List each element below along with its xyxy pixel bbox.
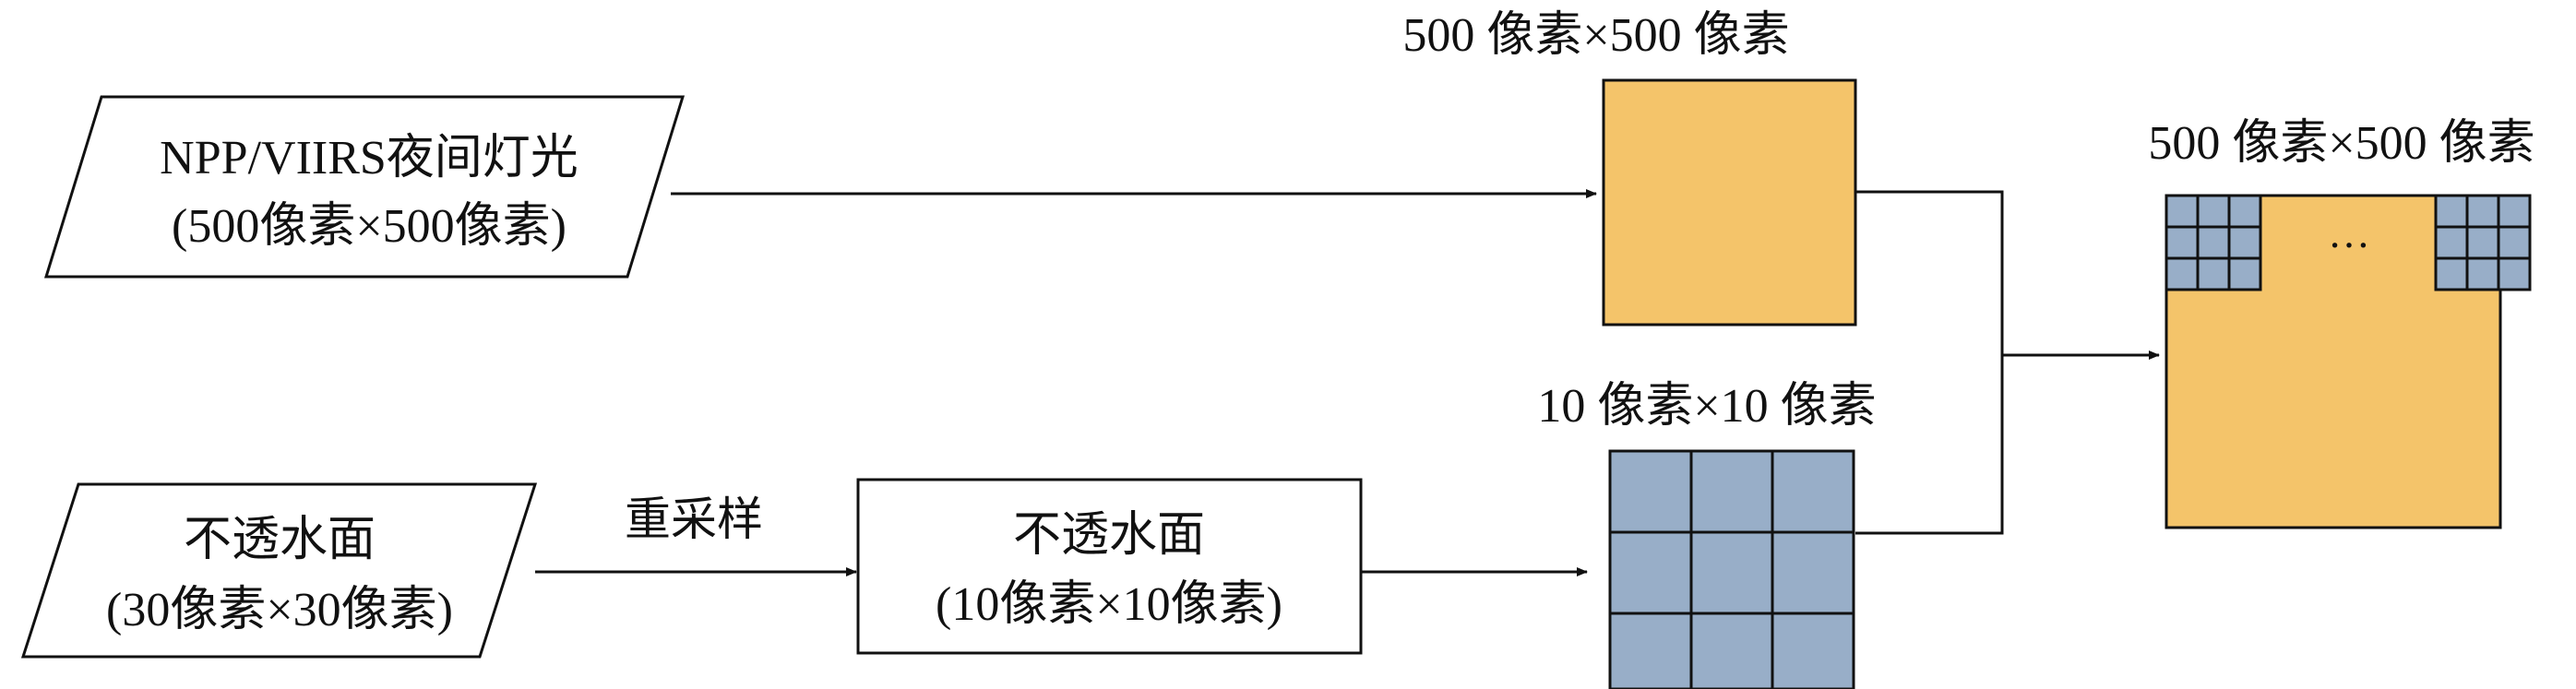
resampled-isa-shape [856,478,1363,655]
merged-grid-cell [2434,225,2469,260]
merged-grid-cell [2465,256,2500,291]
isa-grid-cell [1689,449,1774,534]
ntl-input-title: NPP/VIIRS夜间灯光 [160,132,578,184]
merged-grid-cell [2497,225,2532,260]
isa-input-shape [20,482,538,659]
merged-grid-cell [2165,194,2200,229]
merged-grid-cell [2465,194,2500,229]
merged-ellipsis: … [2328,209,2370,256]
isa-grid-cell [1608,612,1693,689]
isa-grid-cell [1771,530,1855,615]
isa-grid [1608,449,1855,689]
resampled-isa-size: (10像素×10像素) [936,578,1282,631]
ntl-merge-connector [1855,190,2004,535]
merged-grid-cell [2196,194,2231,229]
isa-grid-cell [1689,612,1774,689]
ntl-grid-square [1602,78,1857,327]
merged-grid-left [2165,194,2262,291]
merged-grid-cell [2196,225,2231,260]
isa-grid-cell [1689,530,1774,615]
merged-grid-cell [2465,225,2500,260]
merged-grid-cell [2434,194,2469,229]
ntl-input-node: NPP/VIIRS夜间灯光 (500像素×500像素) [43,95,686,279]
merged-grid-cell [2434,256,2469,291]
merged-grid-cell [2497,256,2532,291]
merged-grid-cell [2497,194,2532,229]
ntl-grid-label: 500 像素×500 像素 [1402,9,1789,62]
resample-label: 重采样 [625,493,763,545]
merged-grid-cell [2227,256,2262,291]
isa-grid-cell [1771,612,1855,689]
isa-input-size: (30像素×30像素) [106,584,453,636]
resampled-isa-title: 不透水面 [1013,509,1205,562]
merged-label: 500 像素×500 像素 [2148,117,2534,170]
resampled-isa-node: 不透水面 (10像素×10像素) [856,478,1363,655]
merged-grid-right [2434,194,2532,291]
merged-grid-cell [2165,225,2200,260]
isa-grid-cell [1771,449,1855,534]
ntl-input-shape [43,95,686,279]
isa-grid-label: 10 像素×10 像素 [1537,380,1876,433]
merged-grid-cell [2196,256,2231,291]
ntl-input-size: (500像素×500像素) [172,200,566,253]
isa-input-node: 不透水面 (30像素×30像素) [20,482,538,659]
isa-input-title: 不透水面 [184,514,376,566]
merged-grid-cell [2165,256,2200,291]
merged-grid-cell [2227,194,2262,229]
merged-grid-cell [2227,225,2262,260]
isa-grid-cell [1608,449,1693,534]
isa-grid-cell [1608,530,1693,615]
